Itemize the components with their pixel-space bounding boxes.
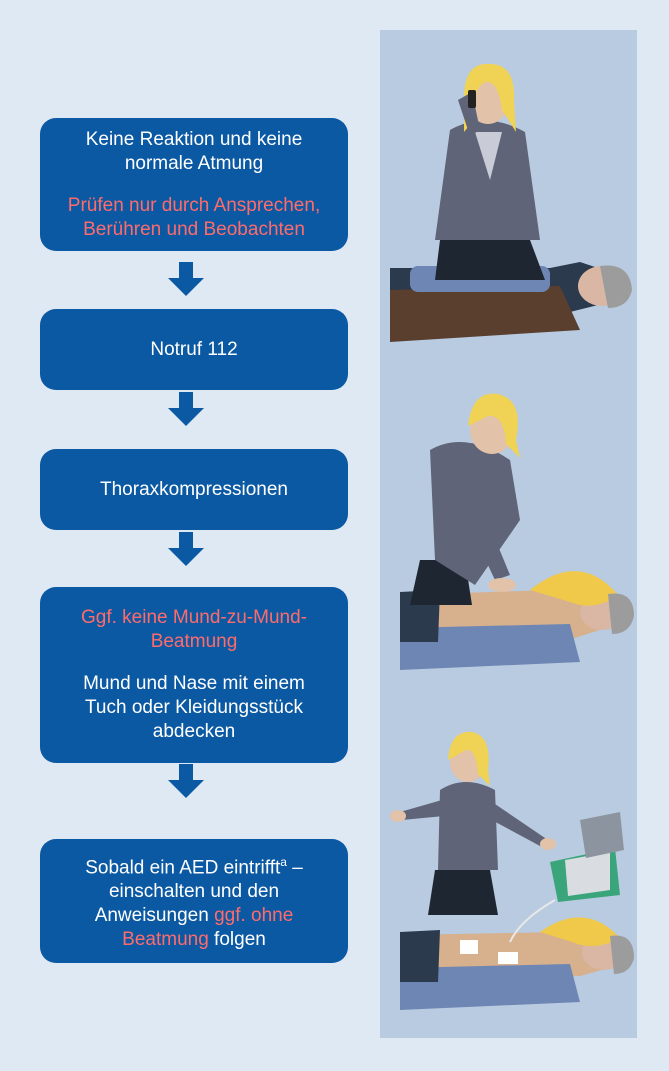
- step-box-cover-mouth: Ggf. keine Mund-zu-Mund-Beatmung Mund un…: [40, 587, 348, 763]
- step-box-chest-compressions: Thoraxkompressionen: [40, 449, 348, 530]
- illustration-panel: [380, 30, 637, 1038]
- phone-call-illustration: [390, 63, 632, 342]
- step-text: Thoraxkompressionen: [100, 478, 288, 500]
- arrow-down-icon: [168, 764, 204, 798]
- aed-illustration: [390, 731, 634, 1010]
- step-text: Notruf 112: [150, 338, 238, 360]
- step-box-emergency-call: Notruf 112: [40, 309, 348, 390]
- step-note: Prüfen nur durch Ansprechen,Berühren und…: [67, 194, 321, 240]
- step-note: Ggf. keine Mund-zu-Mund-Beatmung: [81, 607, 307, 652]
- chest-compression-illustration: [400, 393, 634, 670]
- arrow-down-icon: [168, 392, 204, 426]
- arrow-down-icon: [168, 532, 204, 566]
- arrow-down-icon: [168, 262, 204, 296]
- step-box-aed: Sobald ein AED eintriffta – einschalten …: [40, 839, 348, 963]
- step-text: Sobald ein AED eintriffta – einschalten …: [85, 854, 303, 951]
